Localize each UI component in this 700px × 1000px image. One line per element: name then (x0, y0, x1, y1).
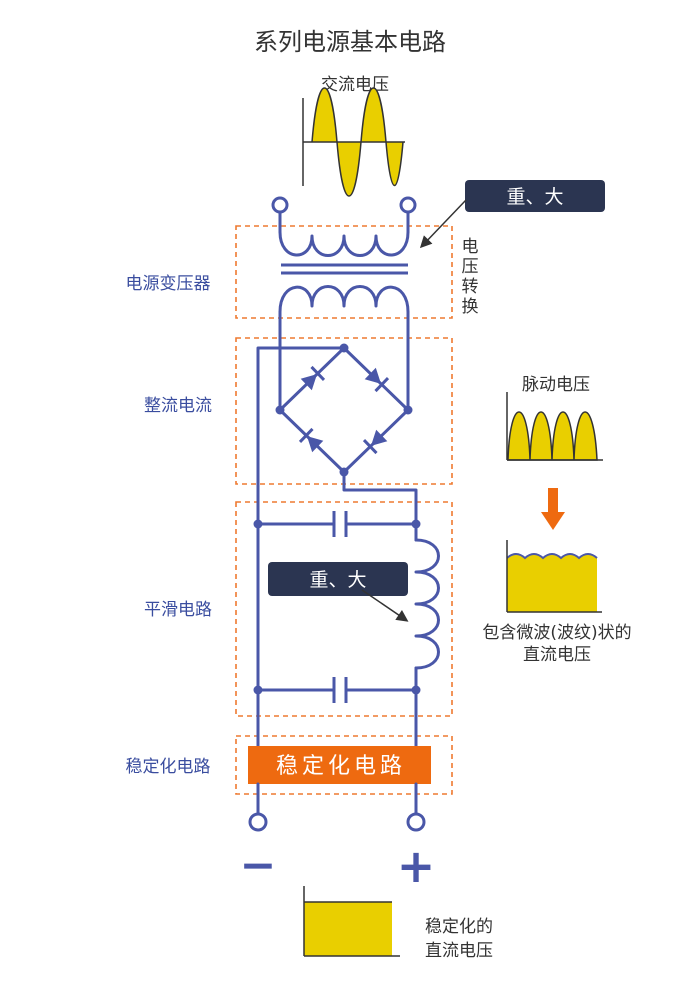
diode-top-left (300, 365, 326, 391)
transformer-callout-box (465, 180, 605, 212)
pulsating-voltage-label: 脉动电压 (522, 375, 590, 395)
stable-dc-label-line1: 稳定化的 (425, 917, 493, 937)
ac-voltage-plot: 交流电压 (302, 75, 405, 197)
positive-rail (342, 470, 418, 542)
negative-rail (256, 346, 346, 754)
diode-bottom-left (298, 427, 324, 453)
inductor-coil (414, 538, 440, 670)
inductor-callout-text: 重、大 (309, 569, 366, 591)
page-title: 系列电源基本电路 (254, 28, 446, 56)
stage-label-rectifier: 整流电流 (144, 396, 212, 416)
svg-text:压: 压 (462, 257, 479, 277)
primary-coil (278, 230, 410, 257)
output-terminal-negative (248, 812, 268, 832)
minus-sign: − (240, 840, 277, 891)
diode-bottom-right (362, 429, 388, 455)
plus-sign: + (397, 839, 436, 893)
regulator-frame (235, 735, 453, 795)
ripple-dc-label-line1: 包含微波(波纹)状的 (482, 623, 631, 643)
input-terminal-left (271, 196, 289, 214)
ripple-dc-plot (506, 540, 602, 613)
rectifier-frame (235, 337, 453, 485)
regulator-block (248, 746, 431, 784)
ac-voltage-label: 交流电压 (321, 75, 389, 95)
transformer (271, 196, 417, 314)
secondary-coil (278, 285, 410, 314)
orange-down-arrow (541, 488, 565, 530)
stage-label-regulator: 稳定化电路 (126, 757, 211, 777)
inductor-callout-box (268, 562, 408, 596)
transformer-callout-text: 重、大 (506, 186, 563, 208)
voltage-conversion-label: 电 压 转 换 (462, 237, 479, 317)
stable-dc-label-line2: 直流电压 (425, 941, 493, 961)
svg-text:电: 电 (462, 237, 479, 257)
inductor-callout-arrow (361, 589, 409, 622)
bridge-rectifier (275, 343, 413, 477)
input-terminal-right (399, 196, 417, 214)
svg-text:转: 转 (462, 277, 479, 297)
smoothing-frame (235, 501, 453, 717)
stable-dc-plot (303, 886, 400, 957)
ripple-dc-label-line2: 直流电压 (523, 645, 591, 665)
pulsating-voltage-plot: 脉动电压 (506, 375, 603, 461)
stage-label-transformer: 电源变压器 (126, 274, 211, 294)
transformer-frame (235, 225, 453, 319)
output-terminal-positive (406, 812, 426, 832)
transformer-callout-arrow (419, 199, 467, 249)
regulator-block-text: 稳定化电路 (276, 754, 406, 779)
stage-label-smoothing: 平滑电路 (144, 600, 212, 620)
diode-top-right (364, 367, 390, 393)
svg-text:换: 换 (462, 297, 479, 317)
